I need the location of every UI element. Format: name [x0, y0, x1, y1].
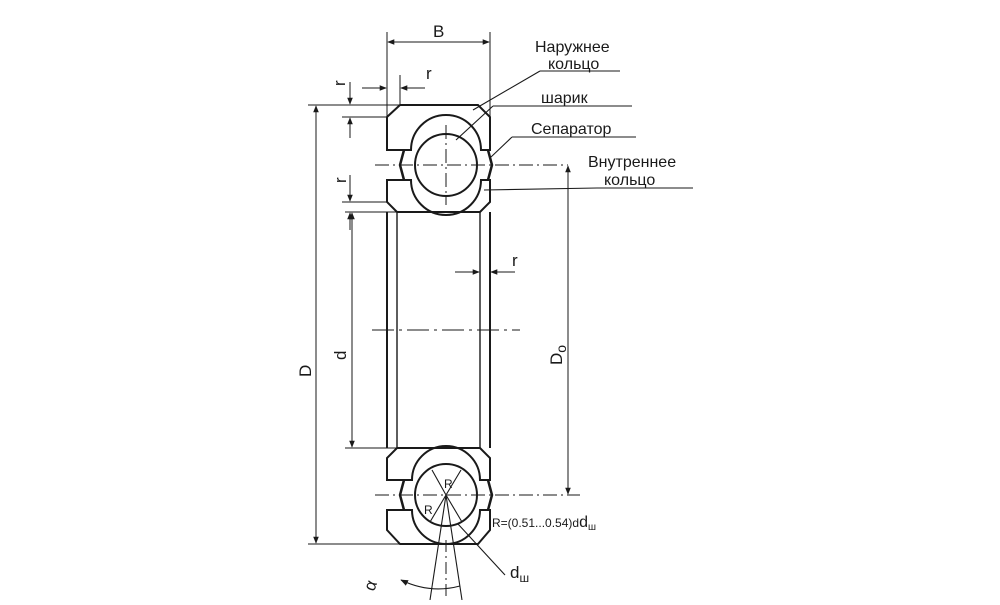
label-outer-ring: Наружнее кольцо [535, 39, 614, 73]
label-ball-diameter: dш [510, 563, 529, 585]
outer-ring-top [386, 104, 491, 151]
label-r-horizontal: r [426, 64, 432, 83]
dimension-D: D [296, 104, 400, 545]
bore-section [372, 212, 520, 448]
inner-ring-top [386, 179, 491, 216]
label-d: d [331, 351, 350, 360]
label-ball: шарик [541, 90, 589, 107]
section-top [375, 104, 568, 216]
inner-ring-bottom [386, 445, 491, 481]
dimension-d: d [331, 211, 397, 449]
label-r-vertical: r [330, 80, 349, 86]
label-inner-ring: Внутреннее кольцо [588, 154, 681, 189]
dimension-r-inner-vertical: r [331, 175, 387, 230]
callout-leaders [455, 70, 693, 191]
dimension-r-bore: r [455, 251, 518, 275]
label-D: D [296, 365, 315, 377]
dimension-r-top-horizontal: r [362, 64, 432, 118]
label-alpha: α [360, 577, 381, 593]
dimension-r-top-vertical: r [330, 80, 387, 138]
label-R-upper: R [444, 477, 453, 491]
label-separator: Сепаратор [531, 121, 612, 138]
dimension-B: B [386, 22, 491, 117]
label-D0: Do [547, 345, 569, 365]
formula-R: R=(0.51...0.54)ddш [492, 514, 596, 533]
section-bottom [375, 445, 580, 601]
label-r-inner: r [331, 177, 350, 183]
label-R-lower: R [424, 503, 433, 517]
dimension-D0: Do [547, 165, 571, 495]
label-r-bore: r [512, 251, 518, 270]
label-B: B [433, 22, 444, 41]
